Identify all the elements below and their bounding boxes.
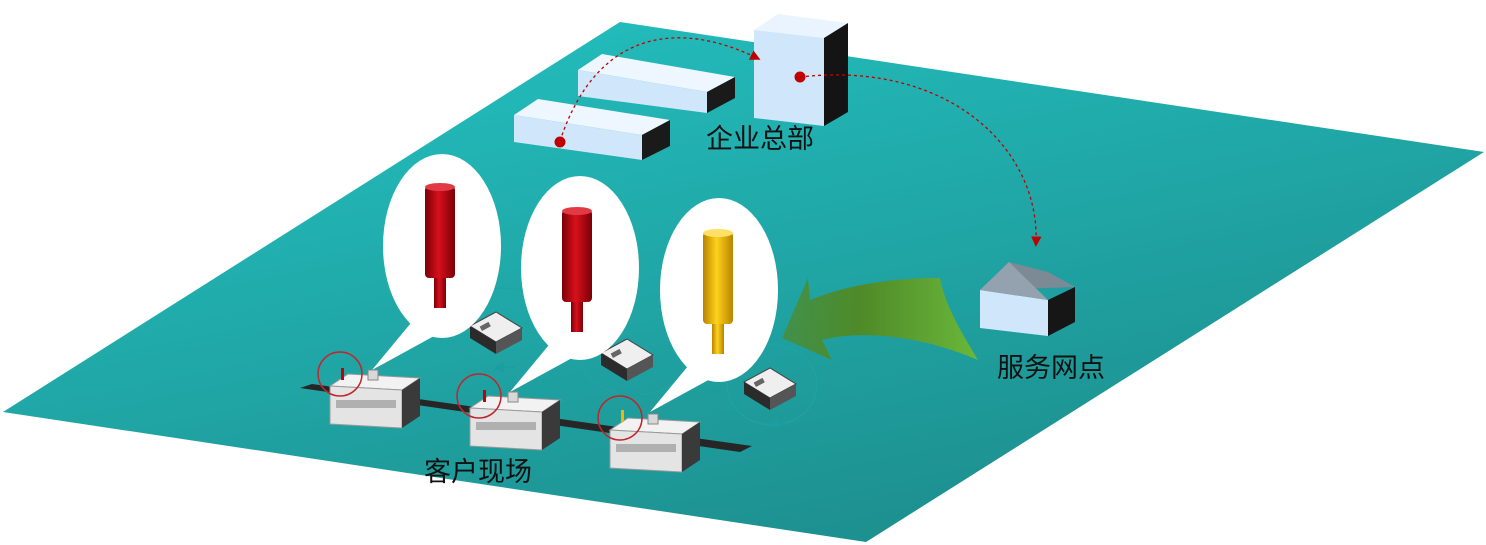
machine-sensor-pin-1 <box>341 368 344 380</box>
sensor-fault-2 <box>562 207 592 332</box>
customer-label: 客户现场 <box>424 457 532 488</box>
ring-arrow-2 <box>617 389 641 400</box>
hq-tower <box>754 14 848 126</box>
dispatch-arrow-to-service <box>799 74 1042 247</box>
hq-label: 企业总部 <box>706 124 814 155</box>
machine-sensor-pin-3 <box>621 410 624 422</box>
office-block-back <box>578 54 735 113</box>
highlight-circle-3 <box>597 395 643 441</box>
sensor-fault-1 <box>425 183 455 308</box>
service-dispatch-arrow <box>782 278 978 360</box>
highlight-circle-1 <box>317 351 363 397</box>
hq-dot <box>794 71 806 83</box>
hq-buildings <box>514 14 848 160</box>
service-label: 服务网点 <box>997 353 1105 384</box>
machine-3 <box>609 413 701 473</box>
office-block-front <box>514 99 670 160</box>
machine-sensor-pin-2 <box>483 390 486 402</box>
highlight-circle-2 <box>456 373 502 419</box>
ring-arrow-3 <box>767 418 791 429</box>
sensor-warning-3 <box>703 229 733 354</box>
ring-arrow-1 <box>493 362 516 373</box>
service-point-house <box>980 262 1075 336</box>
data-source-dot <box>554 136 566 148</box>
data-flow-arrow-to-hq <box>559 37 761 142</box>
